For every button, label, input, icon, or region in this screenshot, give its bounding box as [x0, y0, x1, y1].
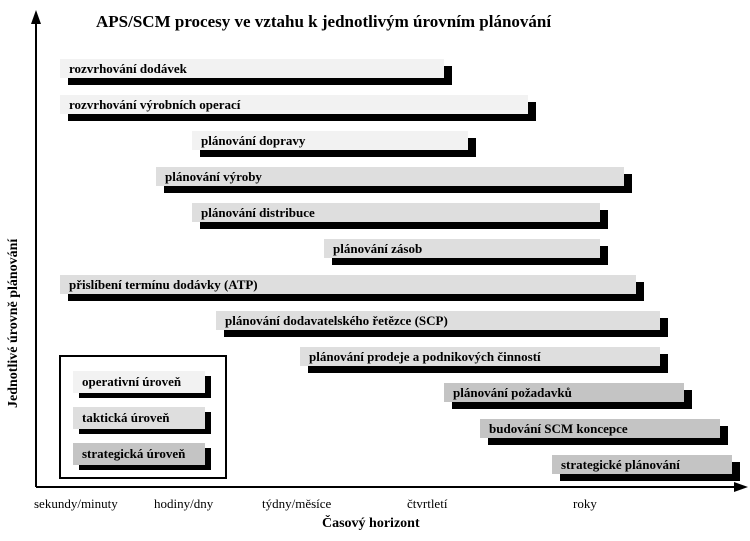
legend-label: taktická úroveň [82, 410, 170, 425]
x-tick-label: čtvrtletí [407, 496, 448, 511]
process-label: plánování dopravy [201, 133, 306, 148]
process-bar: plánování zásob [324, 239, 600, 258]
process-label: plánování distribuce [201, 205, 315, 220]
process-bar: plánování požadavků [444, 383, 684, 402]
process-bar: rozvrhování výrobních operací [60, 95, 528, 114]
x-axis-label: Časový horizont [322, 516, 420, 531]
process-label: plánování prodeje a podnikových činností [309, 349, 541, 364]
legend-label: strategická úroveň [82, 446, 186, 461]
x-tick-label: týdny/měsíce [262, 496, 332, 511]
legend-item-strategic: strategická úroveň [73, 443, 205, 465]
process-bar: rozvrhování dodávek [60, 59, 444, 78]
process-label: plánování dodavatelského řetězce (SCP) [225, 313, 448, 328]
y-axis-label: Jednotlivé úrovně plánování [6, 238, 21, 408]
process-bar: plánování prodeje a podnikových činností [300, 347, 660, 366]
process-label: plánování požadavků [453, 385, 572, 400]
process-label: rozvrhování dodávek [69, 61, 187, 76]
legend-label: operativní úroveň [82, 374, 182, 389]
process-bar: strategické plánování [552, 455, 732, 474]
x-tick-label: hodiny/dny [154, 496, 214, 511]
process-label: strategické plánování [561, 457, 680, 472]
process-bar: plánování výroby [156, 167, 624, 186]
x-tick-label: roky [573, 496, 597, 511]
process-label: plánování zásob [333, 241, 423, 256]
process-label: budování SCM koncepce [489, 421, 628, 436]
process-bar: plánování dopravy [192, 131, 468, 150]
process-bar: plánování distribuce [192, 203, 600, 222]
process-bar: budování SCM koncepce [480, 419, 720, 438]
x-tick-label: sekundy/minuty [34, 496, 118, 511]
process-label: plánování výroby [165, 169, 262, 184]
chart-title: APS/SCM procesy ve vztahu k jednotlivým … [96, 12, 552, 31]
process-bar: přislíbení termínu dodávky (ATP) [60, 275, 636, 294]
legend-item-tactical: taktická úroveň [73, 407, 205, 429]
process-label: přislíbení termínu dodávky (ATP) [69, 277, 258, 292]
x-axis-arrow [734, 482, 748, 492]
process-label: rozvrhování výrobních operací [69, 97, 241, 112]
y-axis-arrow [31, 10, 41, 24]
legend: operativní úroveň taktická úroveň strate… [59, 355, 227, 479]
process-bar: plánování dodavatelského řetězce (SCP) [216, 311, 660, 330]
legend-item-operative: operativní úroveň [73, 371, 205, 393]
